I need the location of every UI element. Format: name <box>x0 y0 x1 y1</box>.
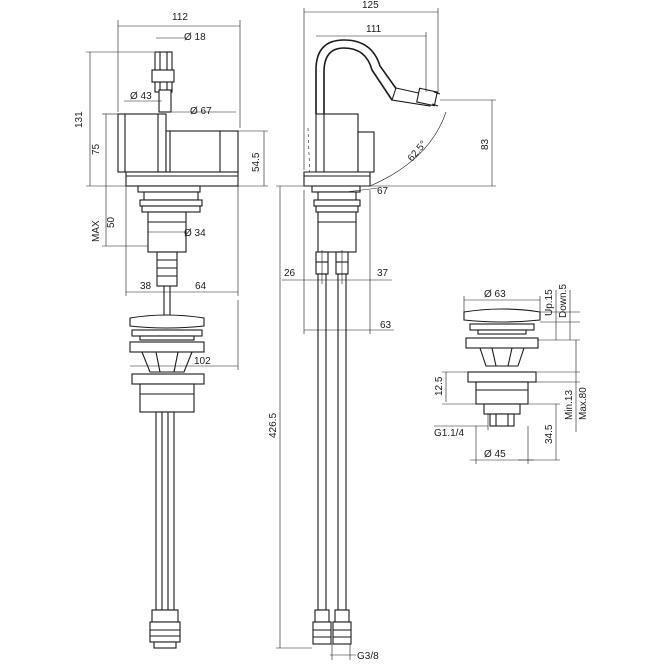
dim-offset-right: 64 <box>195 281 207 292</box>
dim-max: Max.80 <box>578 387 589 420</box>
dim-spout-reach: 111 <box>366 24 382 35</box>
side-lever <box>357 131 375 173</box>
front-drain-nut <box>131 373 205 385</box>
side-hose-left <box>317 273 327 611</box>
drain-cap <box>463 308 541 323</box>
drain-dimensions: Ø 63 Up.15 Down.5 Min.13 Max.80 12.5 G1.… <box>434 284 589 464</box>
dim-lever-height: 54.5 <box>251 152 262 172</box>
dim-offset-left: 38 <box>140 281 152 292</box>
dim-side-width: 125 <box>362 0 379 11</box>
side-hose-right <box>337 273 347 611</box>
front-dimensions: 112 Ø 18 Ø 43 Ø 67 131 75 54.5 MAX 50 Ø … <box>74 12 268 370</box>
front-drain-cap <box>129 314 205 329</box>
dim-drain-body-height: 34.5 <box>544 424 555 444</box>
drain-detail <box>463 308 541 427</box>
dim-min: Min.13 <box>564 390 575 420</box>
side-spout-curve <box>315 39 401 114</box>
dim-drain-thread: G1.1/4 <box>434 428 464 439</box>
dim-max-label: MAX <box>91 220 102 242</box>
drain-outlet <box>489 413 515 427</box>
front-outlet-ring <box>151 69 175 83</box>
dim-hose-offset: 63 <box>380 320 392 331</box>
dim-thread: G3/8 <box>357 651 379 662</box>
front-base <box>125 171 239 187</box>
side-view <box>303 39 441 645</box>
dim-down: Down.5 <box>558 284 569 318</box>
front-lever <box>165 130 239 174</box>
drain-nut <box>467 371 537 383</box>
dim-max-value: 50 <box>106 216 117 228</box>
side-dimensions: 125 111 83 62.5° 67 26 37 63 426.5 <box>268 0 496 662</box>
dim-spout-height: 83 <box>480 138 491 150</box>
dim-hose-length: 426.5 <box>268 413 279 438</box>
side-shank <box>317 211 357 253</box>
side-body <box>315 113 359 173</box>
side-base <box>303 171 371 187</box>
dim-up: Up.15 <box>544 289 555 316</box>
dim-body-height: 75 <box>91 143 102 155</box>
dim-lever-diameter: Ø 67 <box>190 106 212 117</box>
dim-body-diameter: Ø 43 <box>130 91 152 102</box>
dim-hose-right: 37 <box>377 268 389 279</box>
dim-total-height: 131 <box>74 111 85 128</box>
dim-base-angle: 67 <box>377 186 389 197</box>
front-view <box>117 51 239 649</box>
dim-shank-diameter: Ø 34 <box>184 228 206 239</box>
dim-drain-base-diameter: Ø 45 <box>484 449 506 460</box>
dim-thread-height: 12.5 <box>434 376 445 396</box>
dim-drain-diameter: Ø 63 <box>484 289 506 300</box>
front-waste-pipe <box>155 411 175 611</box>
dim-front-width: 112 <box>172 12 188 23</box>
dim-spout-angle: 62.5° <box>406 139 430 164</box>
dim-outlet-diameter: Ø 18 <box>184 32 206 43</box>
front-drain-body <box>139 383 195 413</box>
dim-base-width: 102 <box>194 356 211 367</box>
dim-hose-left: 26 <box>284 268 296 279</box>
drain-body <box>475 381 529 405</box>
